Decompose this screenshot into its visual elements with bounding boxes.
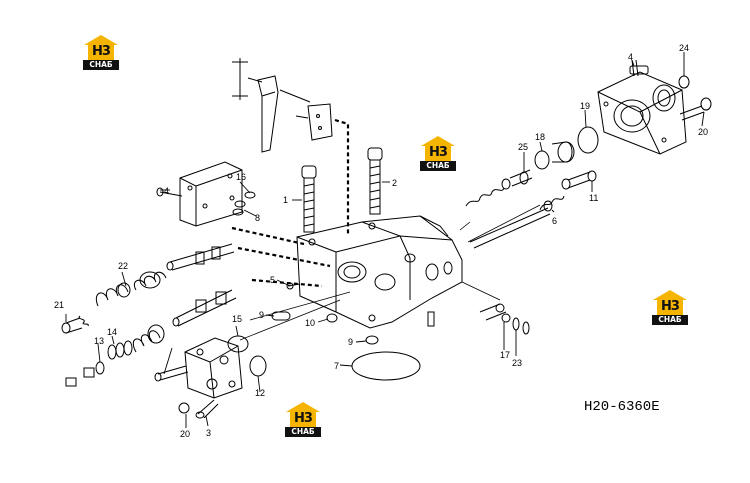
ring-18 — [534, 150, 550, 170]
bolt-2 — [367, 147, 383, 215]
plug-20-lower — [178, 402, 190, 414]
o-ring-12 — [249, 355, 267, 377]
o-ring-9-right — [365, 335, 379, 345]
callout-20: 20 — [180, 429, 190, 439]
callout-15: 15 — [232, 314, 242, 324]
bolt-20-right — [679, 97, 712, 121]
bolt-4-lower — [154, 365, 189, 382]
plug-11 — [561, 170, 597, 190]
callout-18: 18 — [535, 132, 545, 142]
spring-lower — [132, 324, 165, 353]
nut-24 — [678, 75, 690, 89]
dashed-guides — [231, 118, 350, 288]
callout-14: 14 — [107, 327, 117, 337]
spool-right — [469, 207, 551, 249]
callout-5: 5 — [270, 275, 275, 285]
pins-17-23 — [479, 303, 530, 335]
callout-21: 21 — [54, 300, 64, 310]
callout-2: 2 — [392, 178, 397, 188]
callout-labels: 1 2 3 4 4 5 6 7 8 9 9 10 11 12 13 14 15 … — [54, 43, 708, 439]
bolt-3 — [195, 399, 219, 419]
spool-upper — [166, 243, 235, 271]
callout-6: 6 — [552, 216, 557, 226]
callout-leaders — [65, 52, 705, 428]
spool-lower — [172, 289, 237, 327]
spring-right — [465, 187, 505, 207]
callout-9: 9 — [348, 337, 353, 347]
gasket-7 — [351, 351, 421, 381]
callout-25: 25 — [518, 142, 528, 152]
callout-13: 13 — [94, 336, 104, 346]
callout-22: 22 — [118, 261, 128, 271]
bracket-block — [597, 71, 687, 155]
o-ring-19 — [577, 126, 599, 154]
cap-25 — [501, 169, 533, 190]
callout-4: 4 — [164, 186, 169, 196]
h3-logo-watermark: H3 СНАБ — [652, 290, 688, 326]
o-ring-10 — [326, 313, 338, 323]
callout-17: 17 — [500, 350, 510, 360]
reference-code: H20-6360E — [584, 399, 660, 415]
callout-8: 8 — [255, 213, 260, 223]
spring-22 — [95, 282, 131, 307]
callout-12: 12 — [255, 388, 265, 398]
washers-13 — [65, 361, 105, 387]
bearing — [652, 84, 676, 112]
callout-10: 10 — [305, 318, 315, 328]
link-lever — [232, 58, 333, 153]
h3-logo-watermark: H3 СНАБ — [285, 402, 321, 438]
plug-21 — [61, 315, 89, 334]
o-rings-16-8 — [232, 191, 256, 216]
callout-7: 7 — [334, 361, 339, 371]
h3-logo-watermark: H3 СНАБ — [83, 35, 119, 71]
cover-plate — [156, 161, 243, 227]
callout-23: 23 — [512, 358, 522, 368]
callout-19: 19 — [580, 101, 590, 111]
bolt-1 — [301, 165, 317, 233]
rings-14 — [107, 340, 133, 360]
callout-4: 4 — [628, 52, 633, 62]
bolt-4-upper — [629, 59, 649, 77]
plug-body — [551, 141, 575, 163]
callout-11: 11 — [589, 193, 598, 203]
callout-16: 16 — [236, 172, 246, 182]
callout-1: 1 — [283, 195, 288, 205]
spring-6 — [539, 195, 565, 212]
callout-9: 9 — [259, 310, 264, 320]
spring-upper — [133, 271, 167, 291]
h3-logo-watermark: H3 СНАБ — [420, 136, 456, 172]
callout-3: 3 — [206, 428, 211, 438]
end-cover — [184, 337, 243, 399]
valve-body — [296, 215, 463, 329]
callout-24: 24 — [679, 43, 689, 53]
callout-20: 20 — [698, 127, 708, 137]
